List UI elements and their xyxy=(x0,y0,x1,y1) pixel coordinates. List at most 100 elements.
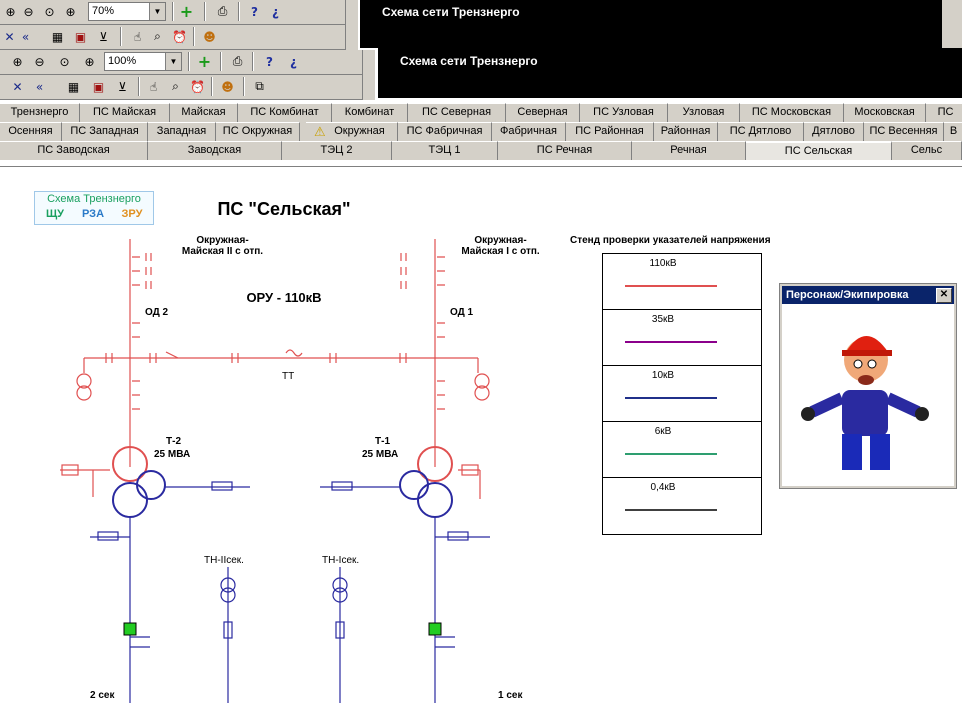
tab[interactable]: Дятлово xyxy=(804,122,864,141)
popup-titlebar[interactable]: Персонаж/Экипировка ✕ xyxy=(782,286,954,304)
add-icon[interactable]: + xyxy=(179,2,194,21)
legend-label: 0,4кВ xyxy=(650,482,676,493)
close-icon[interactable]: ✕ xyxy=(4,29,15,44)
character-popup[interactable]: Персонаж/Экипировка ✕ xyxy=(779,283,957,489)
tab[interactable]: Трензнерго xyxy=(0,103,80,122)
tab[interactable]: ПС Московская xyxy=(740,103,844,122)
tab[interactable]: ПС Фабричная xyxy=(398,122,492,141)
zoom-actual-icon[interactable]: ⊙ xyxy=(44,4,55,19)
close-icon[interactable]: ✕ xyxy=(936,288,952,303)
character-icon[interactable]: ☻ xyxy=(221,79,234,94)
zoom-select[interactable]: 70% ▼ xyxy=(88,2,166,21)
tab[interactable]: Северная xyxy=(506,103,580,122)
toolbar-separator xyxy=(120,27,122,46)
zoom-value: 70% xyxy=(92,5,115,17)
magnifier-icon[interactable]: ⌕ xyxy=(154,29,161,43)
tab[interactable]: Майская xyxy=(170,103,238,122)
chevron-down-icon[interactable]: ▼ xyxy=(149,3,165,20)
tab[interactable]: Районная xyxy=(654,122,718,141)
tab[interactable]: ПС Весенняя xyxy=(864,122,944,141)
tab[interactable]: ПС Окружная xyxy=(216,122,300,141)
tab[interactable]: Сельс xyxy=(892,141,962,160)
zoom-out-icon[interactable]: ⊖ xyxy=(23,4,34,19)
tab[interactable]: В xyxy=(944,122,962,141)
rewind-icon[interactable]: « xyxy=(21,29,30,44)
scheme-window-title: Схема сети Трензнерго xyxy=(400,54,538,68)
tab[interactable]: Узловая xyxy=(668,103,740,122)
picture-icon[interactable]: ▦ xyxy=(67,79,80,94)
breaker-section-1[interactable] xyxy=(428,622,442,636)
tab[interactable]: ТЭЦ 2 xyxy=(282,141,392,160)
tt-label: ТТ xyxy=(282,371,295,382)
alarm-clock-icon[interactable]: ⏰ xyxy=(172,29,187,44)
film-icon[interactable]: ▣ xyxy=(74,29,87,44)
tn2-label: ТН-IIсек. xyxy=(204,555,244,566)
tab[interactable]: ТЭЦ 1 xyxy=(392,141,498,160)
tab[interactable]: ПС Узловая xyxy=(580,103,668,122)
filter-icon[interactable]: ⊻ xyxy=(99,29,108,44)
mini-nav-title[interactable]: Схема Трензнерго xyxy=(47,193,141,205)
disconnector-contacts xyxy=(61,253,490,476)
tab[interactable]: ПС Дятлово xyxy=(718,122,804,141)
alarm-clock-icon[interactable]: ⏰ xyxy=(190,79,205,94)
cube-icon[interactable]: ⧉ xyxy=(255,79,264,93)
context-help-icon[interactable]: ¿ xyxy=(290,54,297,69)
tab[interactable]: ПС Западная xyxy=(62,122,148,141)
print-icon[interactable]: ⎙ xyxy=(232,54,243,68)
tab[interactable]: Комбинат xyxy=(332,103,408,122)
legend-item: 110кВ xyxy=(603,254,762,310)
legend-label: 110кВ xyxy=(649,258,677,269)
tab[interactable]: Заводская xyxy=(148,141,282,160)
tab[interactable]: ПС Комбинат xyxy=(238,103,332,122)
tab[interactable]: ПС xyxy=(926,103,962,122)
rewind-icon[interactable]: « xyxy=(35,79,44,94)
zoom-actual-icon[interactable]: ⊙ xyxy=(59,54,70,69)
chevron-down-icon[interactable]: ▼ xyxy=(165,53,181,70)
zoom-in-icon[interactable]: ⊕ xyxy=(5,4,16,19)
breaker-section-2[interactable] xyxy=(123,622,137,636)
zoom-select[interactable]: 100%▼ xyxy=(104,52,182,71)
tab[interactable]: Осенняя xyxy=(0,122,62,141)
mini-nav-rza-button[interactable]: РЗА xyxy=(81,208,105,220)
tab[interactable]: ПС Северная xyxy=(408,103,506,122)
zoom-out-icon[interactable]: ⊖ xyxy=(34,54,45,69)
tab[interactable]: ПС Сельская xyxy=(746,141,892,160)
t1-power: 25 МВА xyxy=(362,449,399,460)
help-icon[interactable]: ? xyxy=(251,4,258,19)
filter-icon[interactable]: ⊻ xyxy=(118,79,127,94)
tab[interactable]: ⚠Окружная xyxy=(306,122,398,141)
tab[interactable]: ПС Заводская xyxy=(0,141,148,160)
print-icon[interactable]: ⎙ xyxy=(217,4,228,18)
zoom-fit-icon[interactable]: ⊕ xyxy=(65,4,76,19)
tab[interactable]: ПС Районная xyxy=(566,122,654,141)
character-icon[interactable]: ☻ xyxy=(203,29,216,44)
tab[interactable]: Фабричная xyxy=(492,122,566,141)
zoom-in-icon[interactable]: ⊕ xyxy=(12,54,23,69)
tab[interactable]: Московская xyxy=(844,103,926,122)
hand-icon[interactable]: ☝ xyxy=(133,29,142,44)
popup-title: Персонаж/Экипировка xyxy=(786,289,909,301)
picture-icon[interactable]: ▦ xyxy=(51,29,64,44)
magnifier-icon[interactable]: ⌕ xyxy=(172,79,179,93)
hv-busbars xyxy=(60,239,481,499)
tab[interactable]: ПС Речная xyxy=(498,141,632,160)
line-left-label: Окружная- Майская II с отп. xyxy=(181,235,264,257)
zoom-fit-icon[interactable]: ⊕ xyxy=(84,54,95,69)
hand-icon[interactable]: ☝ xyxy=(149,79,158,94)
scheme-window-1[interactable]: Схема сети Трензнерго xyxy=(360,0,942,48)
mini-nav-zru-button[interactable]: ЗРУ xyxy=(121,208,143,220)
t1-hv-winding xyxy=(417,446,453,482)
tab[interactable]: ПС Майская xyxy=(80,103,170,122)
add-icon[interactable]: + xyxy=(197,52,212,71)
section-2-label: 2 сек xyxy=(90,690,115,701)
t2-hv-winding xyxy=(112,446,148,482)
film-icon[interactable]: ▣ xyxy=(92,79,105,94)
help-icon[interactable]: ? xyxy=(266,54,273,69)
tab[interactable]: Западная xyxy=(148,122,216,141)
mini-nav-shu-button[interactable]: ЩУ xyxy=(45,208,65,220)
context-help-icon[interactable]: ¿ xyxy=(272,4,279,19)
tab[interactable]: Речная xyxy=(632,141,746,160)
close-icon[interactable]: ✕ xyxy=(12,79,23,94)
scheme-window-2[interactable]: Схема сети Трензнерго xyxy=(378,48,962,98)
